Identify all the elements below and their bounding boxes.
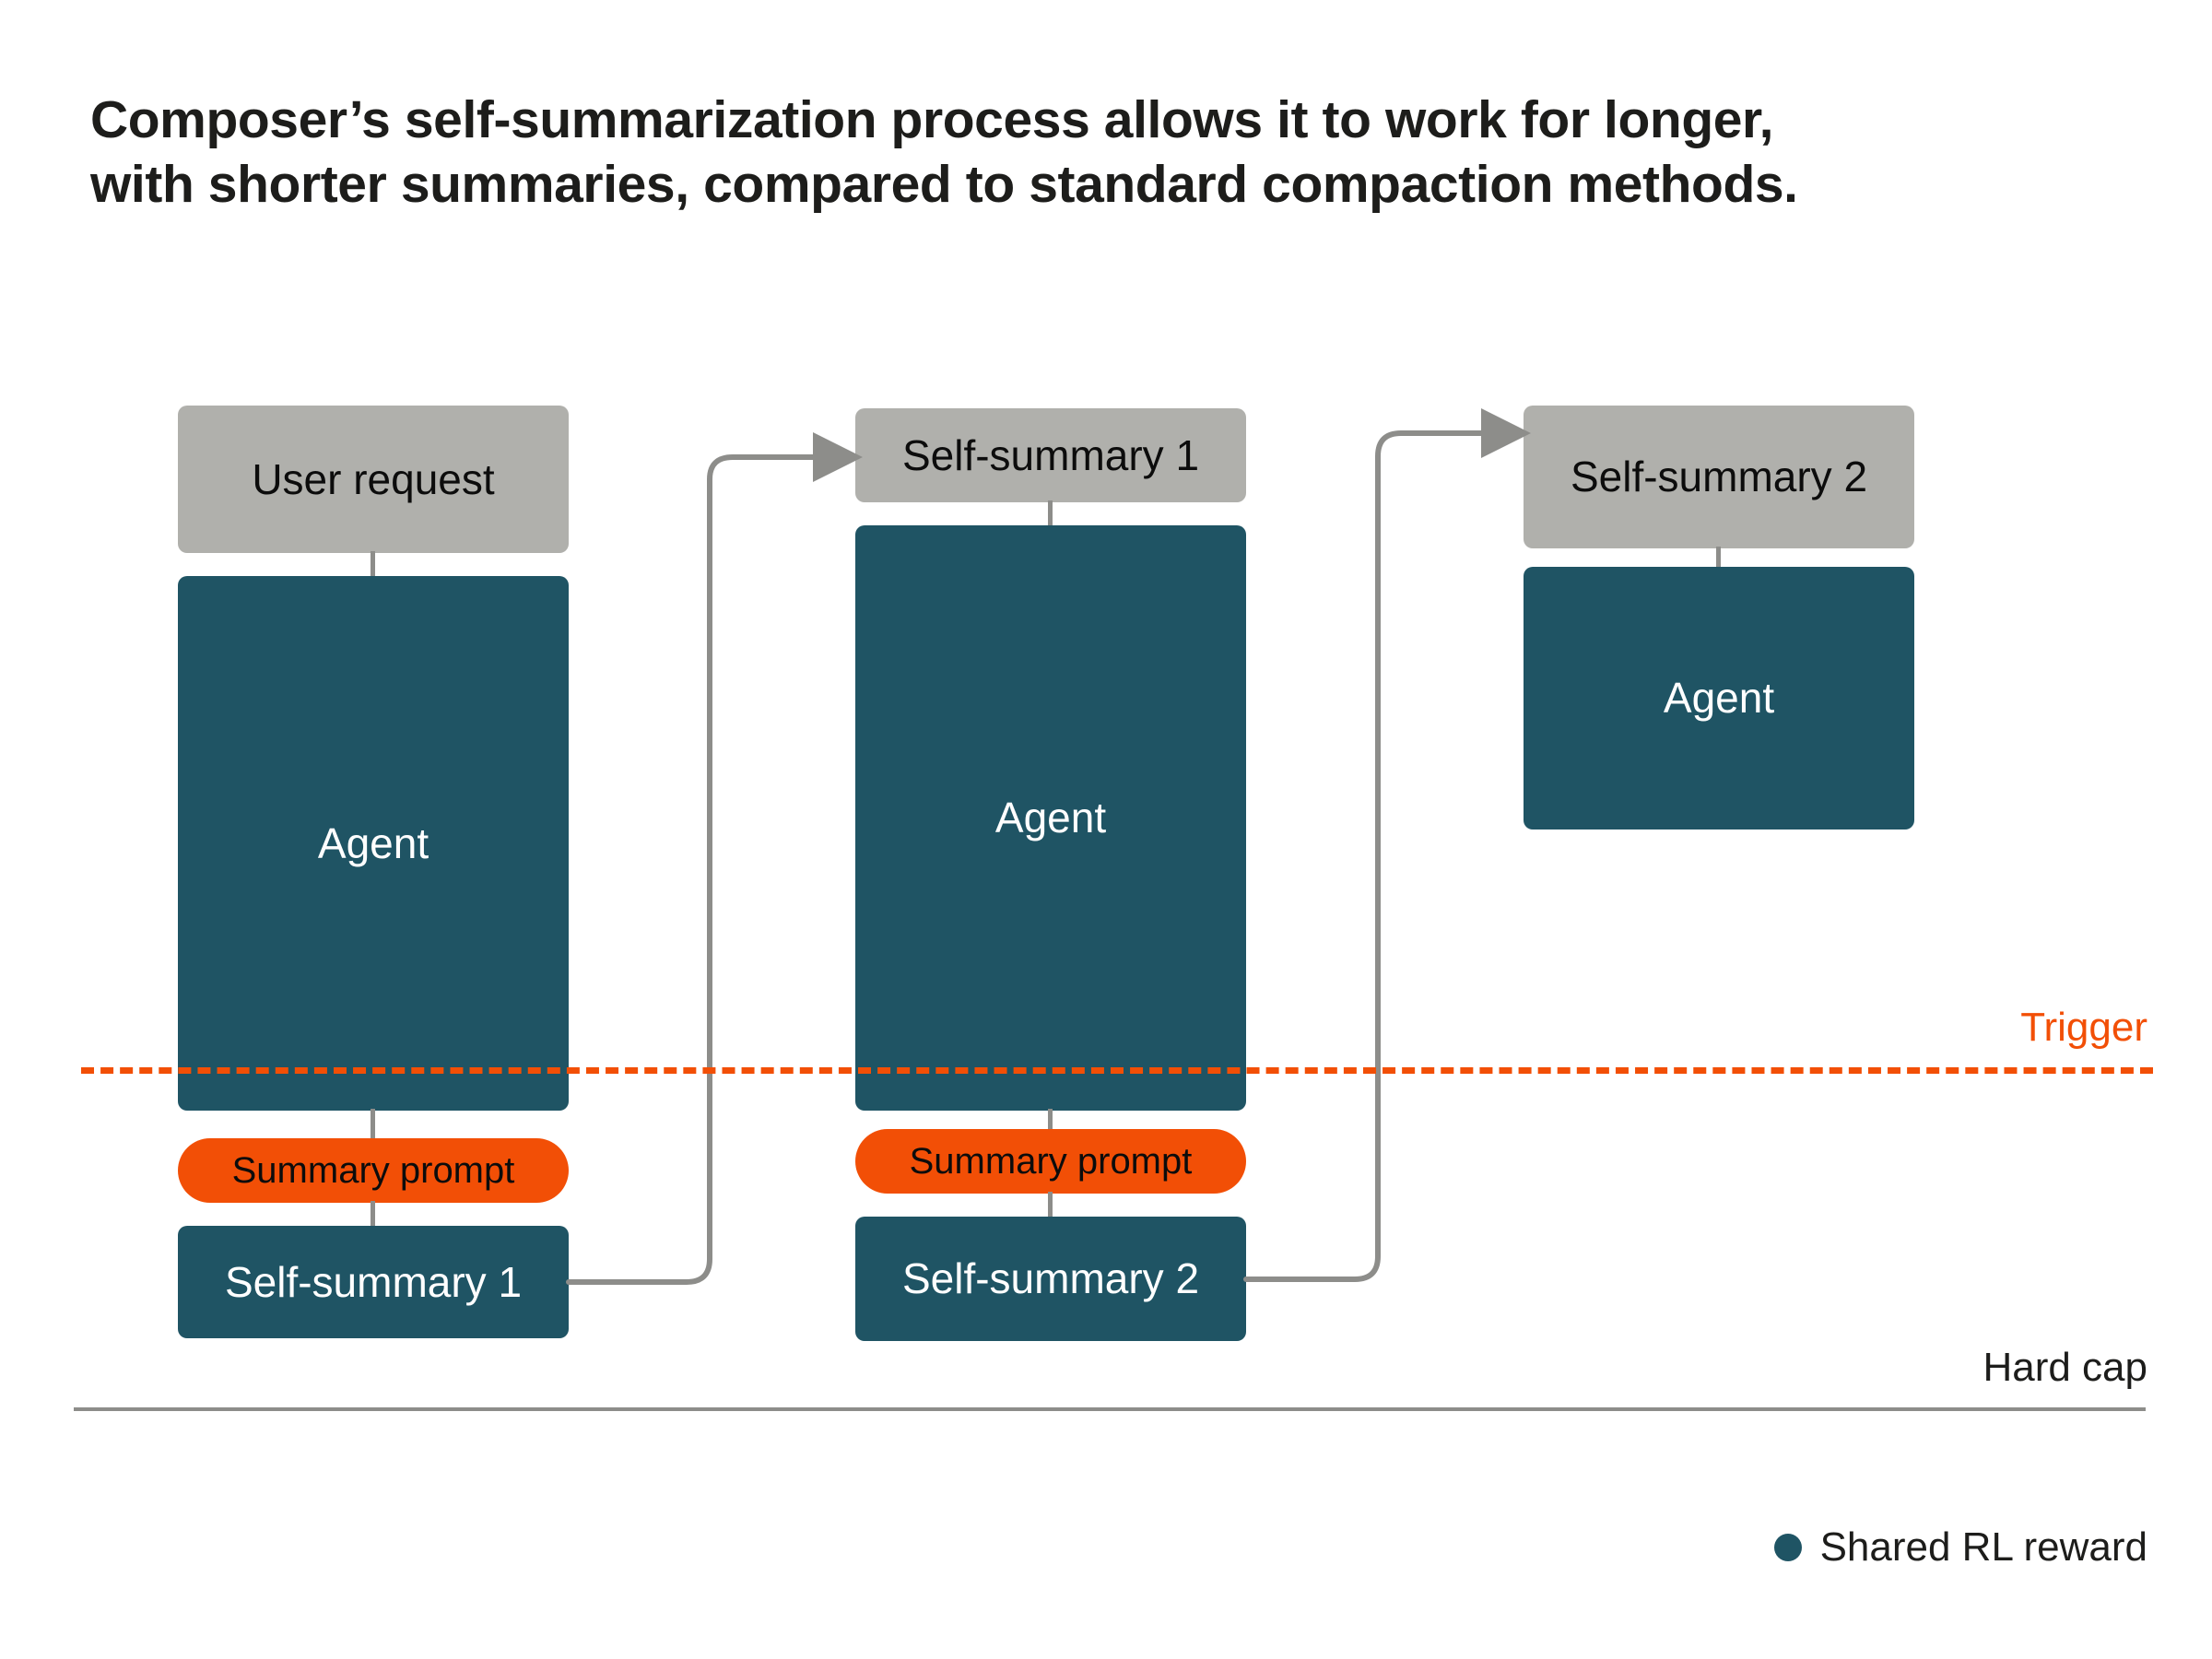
stage-2-summary-prompt-pill[interactable]: Summary prompt [855, 1129, 1246, 1194]
stage-1-header-box[interactable]: User request [178, 406, 569, 553]
stage-1-summary-prompt-pill[interactable]: Summary prompt [178, 1138, 569, 1203]
stage-2-header-box[interactable]: Self-summary 1 [855, 408, 1246, 502]
stage-2-header-label: Self-summary 1 [901, 430, 1200, 479]
stage-2-agent-label: Agent [994, 794, 1107, 842]
legend-item-label: Shared RL reward [1819, 1524, 2147, 1570]
stage-3-agent-label: Agent [1663, 674, 1775, 723]
stage-3-stem-header-agent [1716, 547, 1721, 572]
stage-2-stem-header-agent [1048, 500, 1053, 528]
trigger-threshold-line [81, 1067, 2153, 1074]
stage-3-header-label: Self-summary 2 [1570, 453, 1868, 501]
hard-cap-label: Hard cap [1983, 1345, 2147, 1390]
trigger-label: Trigger [2020, 1005, 2147, 1050]
stage-1-header-label: User request [252, 454, 495, 503]
legend: Shared RL reward [1773, 1524, 2147, 1571]
stage-2-output-label: Self-summary 2 [901, 1254, 1200, 1303]
stage-1-output-label: Self-summary 1 [224, 1257, 523, 1306]
stage-2-agent-box[interactable]: Agent [855, 525, 1246, 1111]
flow-arrow-stage1-to-stage2 [566, 432, 863, 1285]
stage-1-stem-prompt-output [371, 1201, 375, 1229]
stage-1-output-box[interactable]: Self-summary 1 [178, 1226, 569, 1338]
stage-2-stem-prompt-output [1048, 1192, 1053, 1219]
legend-dot-icon [1773, 1534, 1802, 1561]
stage-1-agent-label: Agent [317, 818, 429, 867]
stage-1-agent-box[interactable]: Agent [178, 576, 569, 1111]
flow-arrow-stage2-to-stage3 [1243, 408, 1531, 1282]
stage-2-stem-agent-prompt [1048, 1109, 1053, 1131]
stage-1-stem-header-agent [371, 551, 375, 579]
stage-1-stem-agent-prompt [371, 1109, 375, 1140]
hard-cap-line [74, 1407, 2146, 1411]
page-title: Composer’s self-summarization process al… [90, 90, 1798, 214]
stage-3-agent-box[interactable]: Agent [1524, 567, 1914, 830]
stage-1-summary-prompt-label: Summary prompt [231, 1150, 515, 1191]
stage-2-summary-prompt-label: Summary prompt [909, 1141, 1193, 1182]
stage-2-output-box[interactable]: Self-summary 2 [855, 1217, 1246, 1341]
stage-3-header-box[interactable]: Self-summary 2 [1524, 406, 1914, 548]
